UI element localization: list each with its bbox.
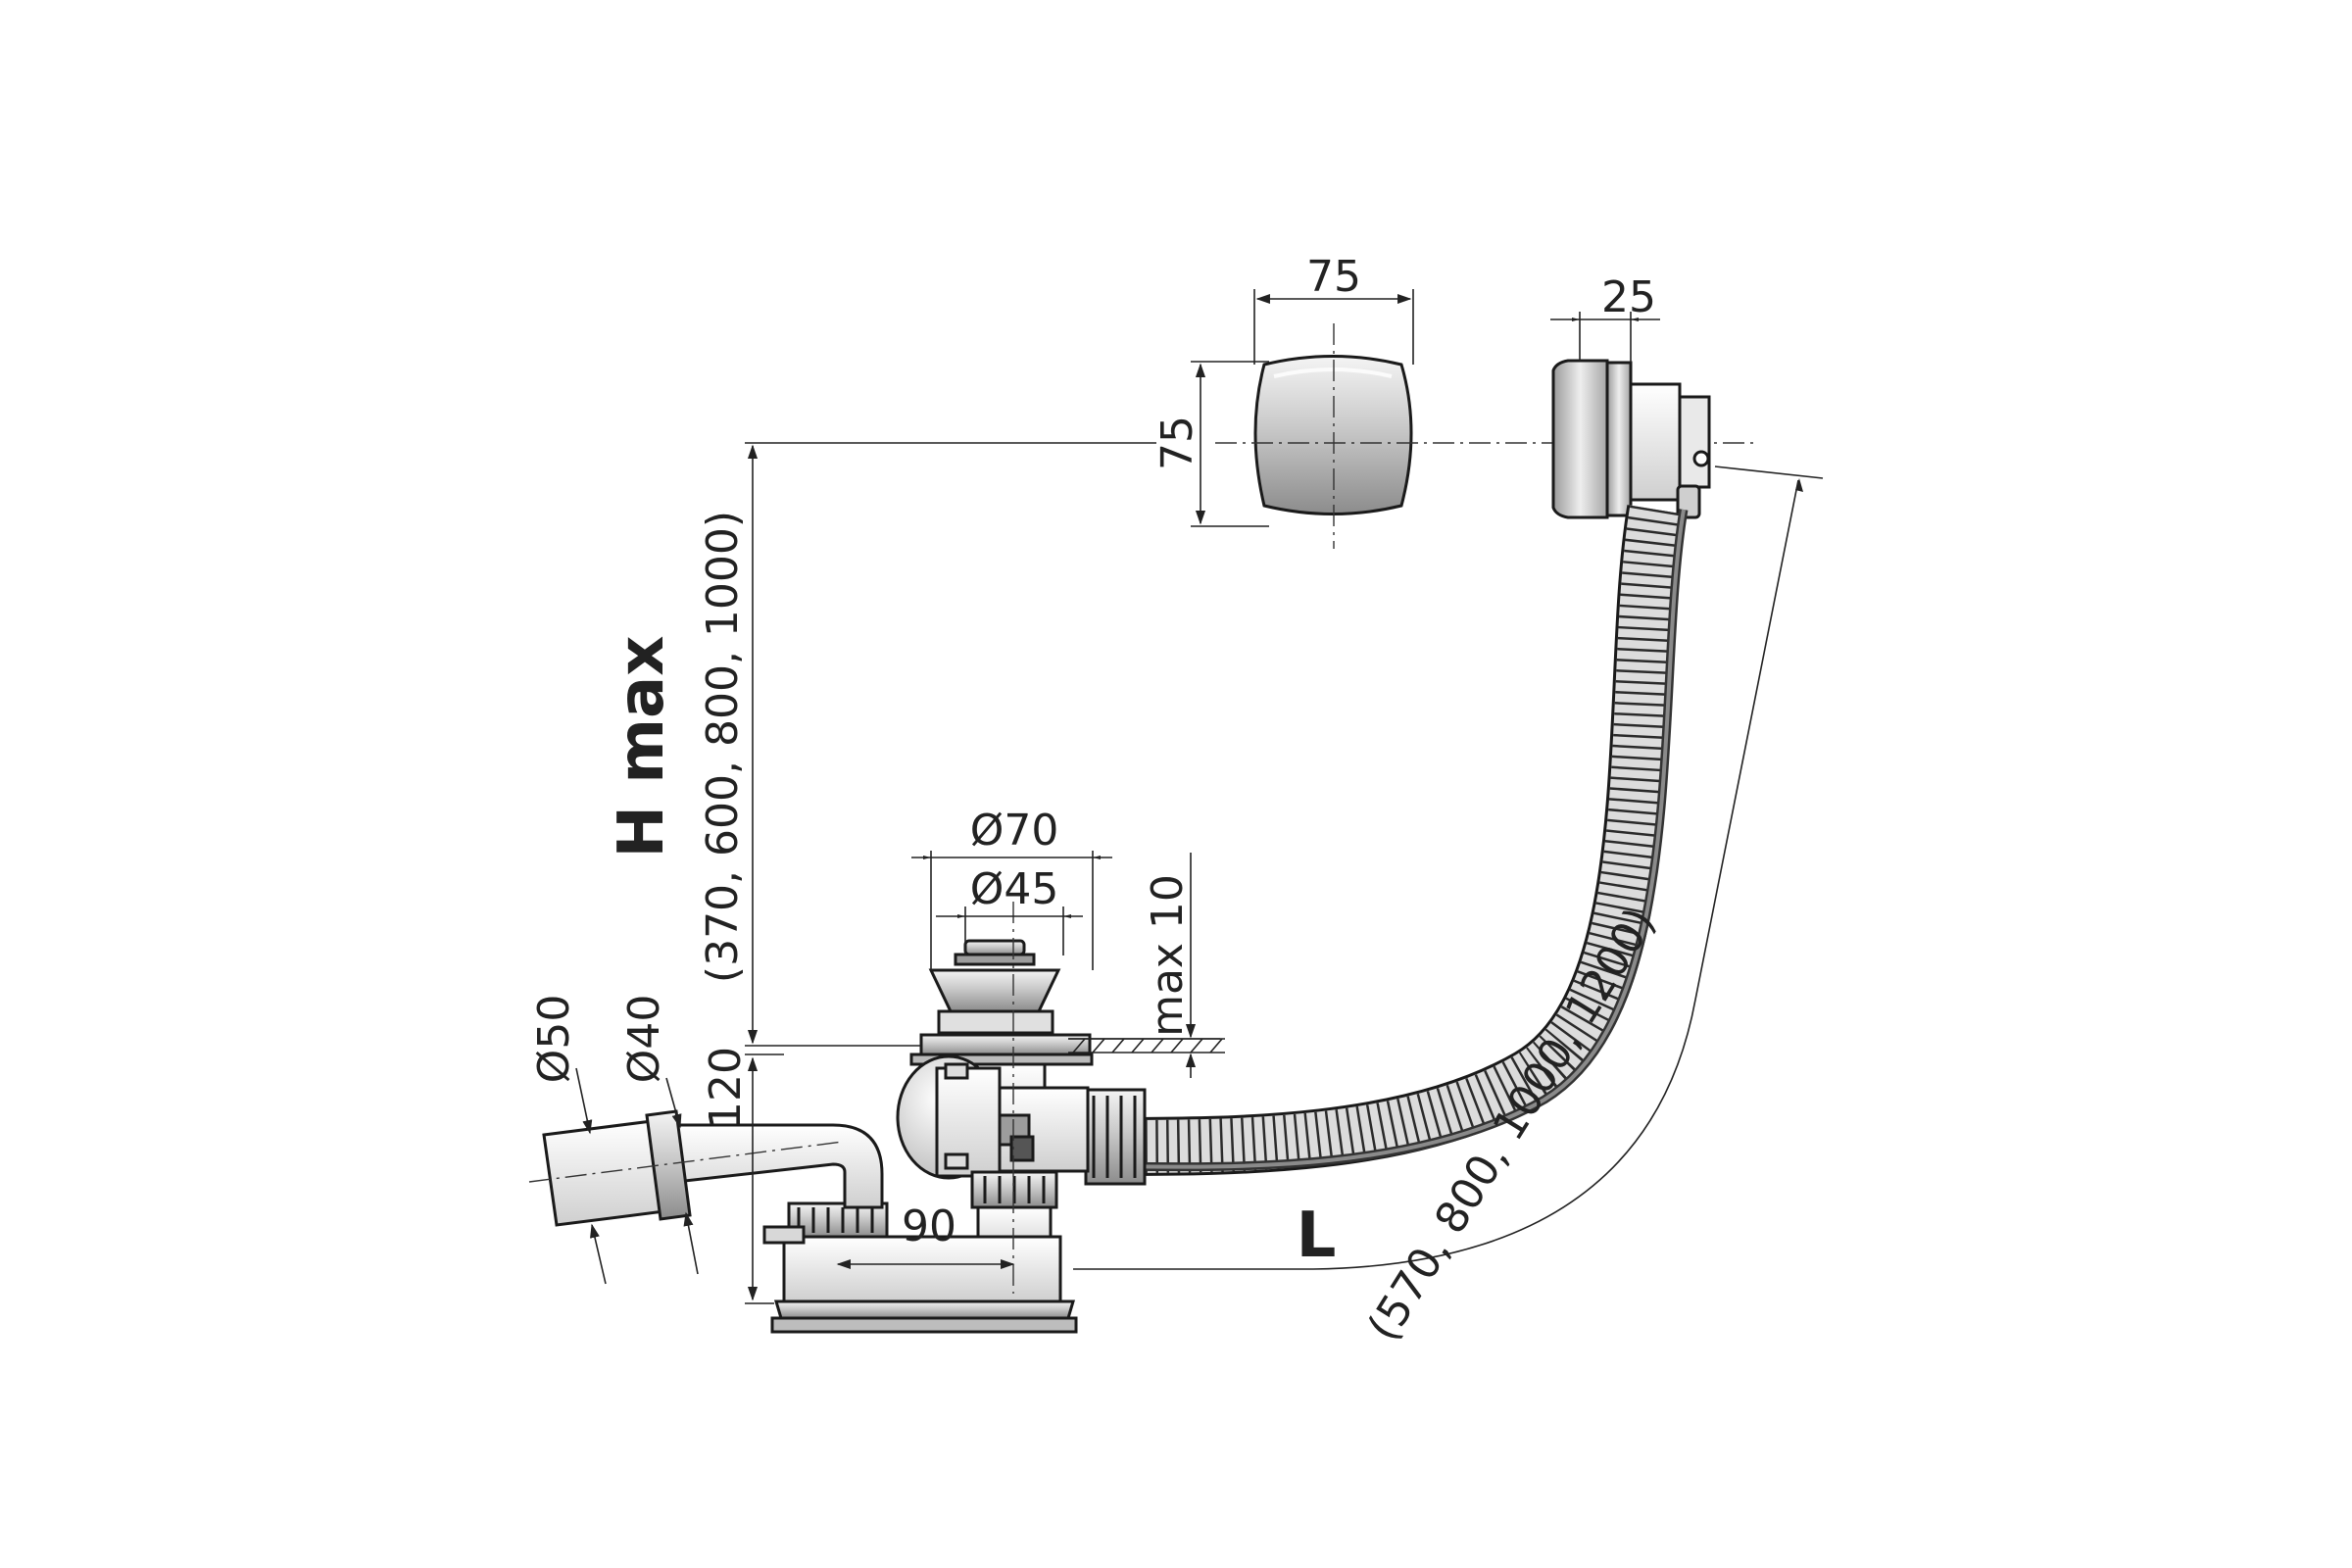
drain-inner-diameter-dimension: Ø45 [936, 864, 1083, 956]
offset-90-label: 90 [902, 1201, 956, 1251]
overflow-height-label: 75 [1152, 416, 1202, 470]
height-120-label: 120 [701, 1047, 751, 1129]
outlet-centerline [528, 1141, 844, 1183]
h-max-dimension: H max (370, 600, 800, 1000) [606, 442, 1156, 1047]
drain-body [896, 1054, 1090, 1180]
outlet-diameter-small-label: Ø40 [619, 995, 669, 1084]
overflow-depth-dimension: 25 [1550, 272, 1660, 363]
siphon-trap [762, 1201, 1078, 1334]
overflow-width-dimension: 75 [1253, 252, 1414, 365]
outlet-elbow-pipe [542, 1109, 884, 1227]
offset-90-dimension: 90 [836, 1201, 1015, 1270]
overflow-height-dimension: 75 [1152, 361, 1269, 527]
h-max-label: H max [606, 636, 678, 858]
h-max-values: (370, 600, 800, 1000) [698, 511, 748, 983]
overflow-width-label: 75 [1306, 252, 1361, 302]
hose-coupling [1084, 1088, 1147, 1186]
max-thickness-label: max 10 [1143, 874, 1193, 1037]
drain-inner-diameter-label: Ø45 [970, 864, 1059, 914]
overflow-depth-label: 25 [1601, 272, 1656, 322]
bathtub-wall-hatch [1068, 1038, 1225, 1054]
height-120-dimension: 120 [701, 1047, 784, 1304]
outlet-diameter-dimensions: Ø50 Ø40 [529, 995, 699, 1285]
l-label: L [1297, 1200, 1337, 1272]
overflow-unit-side [1551, 359, 1711, 519]
outlet-diameter-large-label: Ø50 [529, 995, 579, 1084]
drain-outer-diameter-dimension: Ø70 [911, 806, 1112, 970]
drain-outer-diameter-label: Ø70 [970, 806, 1059, 856]
corrugated-hose [1106, 505, 1689, 1176]
max-thickness-dimension: max 10 [1068, 853, 1220, 1078]
